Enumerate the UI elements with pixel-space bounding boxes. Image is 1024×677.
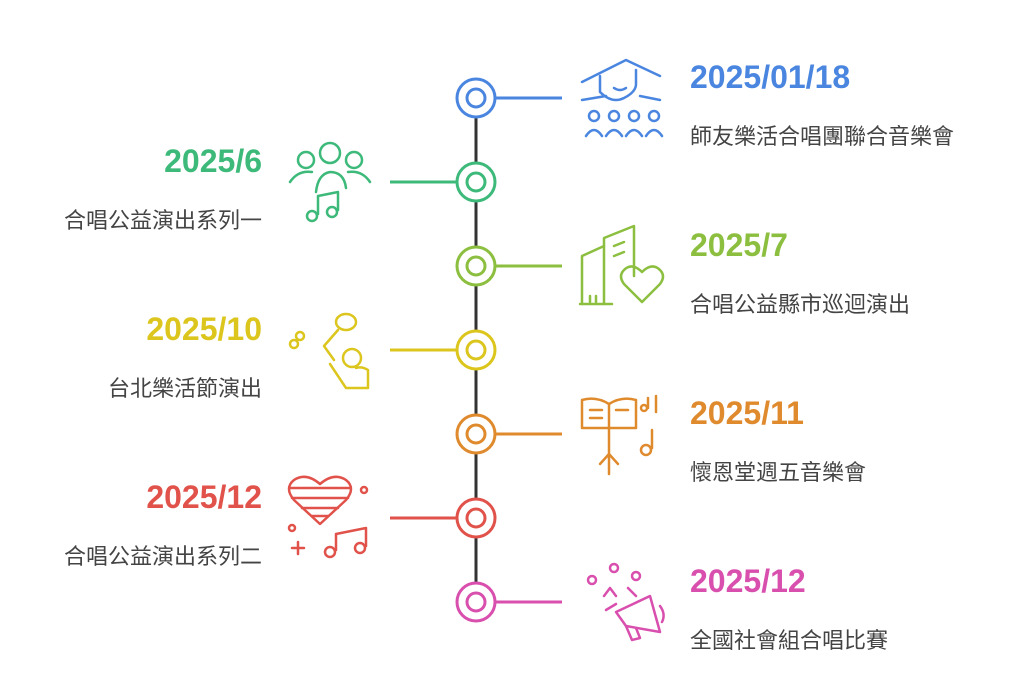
event-5-marker <box>455 413 562 455</box>
festival-performer-icon <box>288 312 370 390</box>
event-4-node-inner <box>465 339 487 361</box>
choir-music-note-icon <box>288 141 372 223</box>
event-6-date: 2025/12 <box>146 479 262 515</box>
event-3-title: 合唱公益縣市巡迴演出 <box>690 293 911 318</box>
event-4-date: 2025/10 <box>146 311 262 347</box>
event-5-date: 2025/11 <box>690 395 804 431</box>
event-1-title: 師友樂活合唱團聯合音樂會 <box>690 125 955 150</box>
event-1-marker <box>455 77 562 119</box>
event-1-date: 2025/01/18 <box>690 59 851 95</box>
event-2-marker <box>390 161 497 203</box>
event-2-title: 合唱公益演出系列一 <box>63 209 262 234</box>
megaphone-icon <box>586 562 665 642</box>
event-3-marker <box>455 245 562 287</box>
event-3-node-inner <box>465 255 487 277</box>
event-7-date: 2025/12 <box>690 563 806 599</box>
heart-music-note-icon <box>287 475 369 559</box>
event-6-title: 合唱公益演出系列二 <box>63 545 262 570</box>
event-6-node-inner <box>465 507 487 529</box>
city-heart-icon <box>578 224 665 306</box>
music-stand-notes-icon <box>580 394 658 476</box>
event-4-title: 台北樂活節演出 <box>107 377 262 402</box>
event-3-date: 2025/7 <box>690 227 788 263</box>
event-6-marker <box>390 497 497 539</box>
event-1-node-inner <box>465 87 487 109</box>
event-7-title: 全國社會組合唱比賽 <box>690 629 889 654</box>
event-5-title: 懷恩堂週五音樂會 <box>690 461 867 486</box>
graduation-audience-icon <box>580 58 664 138</box>
event-5-node-inner <box>465 423 487 445</box>
event-7-marker <box>455 581 562 623</box>
event-4-marker <box>390 329 497 371</box>
event-7-node-inner <box>465 591 487 613</box>
event-2-date: 2025/6 <box>164 143 262 179</box>
event-2-node-inner <box>465 171 487 193</box>
